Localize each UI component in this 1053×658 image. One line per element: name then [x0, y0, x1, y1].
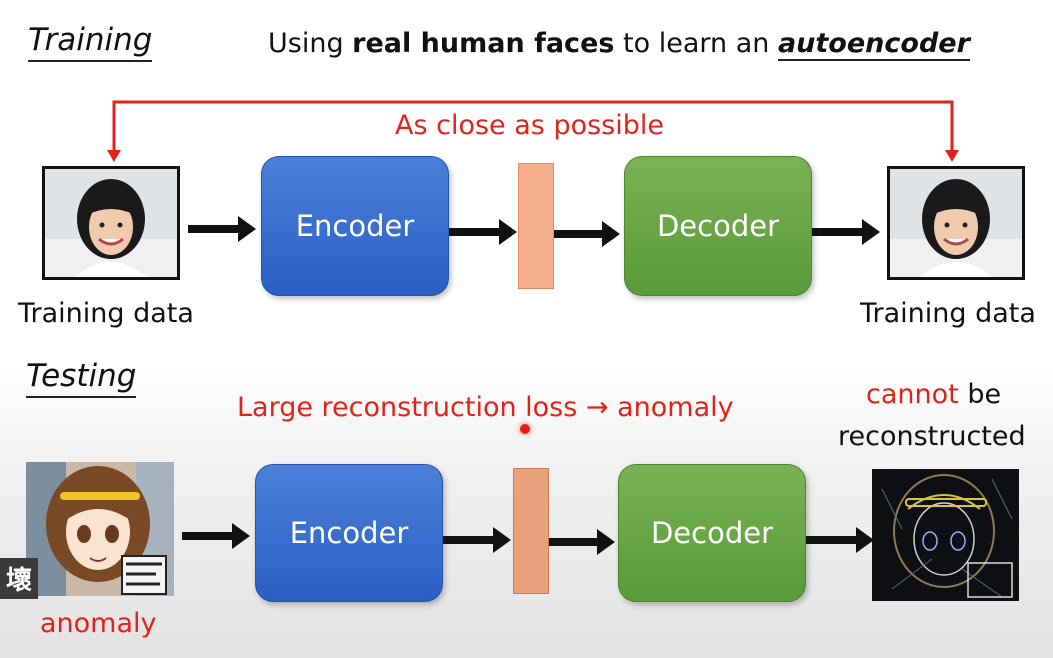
subtitle-mid: to learn an	[614, 28, 778, 59]
side-subtitle-tag: 壞	[0, 558, 39, 599]
output-caption-line2: reconstructed	[838, 421, 1026, 452]
training-decoder-box: Decoder	[624, 156, 812, 296]
training-subtitle: Using real human faces to learn an autoe…	[268, 28, 970, 61]
arrow-anomaly-to-encoder	[182, 523, 250, 549]
output-caption-line1: cannot be	[866, 379, 1001, 410]
training-output-image	[887, 166, 1025, 280]
testing-output-image	[872, 469, 1019, 601]
training-heading: Training	[28, 22, 153, 62]
testing-input-label: anomaly	[40, 608, 157, 639]
caption-be: be	[958, 379, 1002, 410]
arrow-code-to-decoder-test	[549, 529, 615, 555]
decoder-label: Decoder	[656, 209, 780, 243]
training-code-bottleneck	[518, 163, 554, 289]
feedback-loop-arrow	[107, 100, 959, 162]
testing-decoder-box: Decoder	[618, 464, 806, 602]
anime-character-icon	[26, 462, 174, 596]
encoder-label: Encoder	[295, 209, 415, 243]
arrow-encoder-to-code-test	[443, 527, 511, 553]
laser-pointer-dot	[520, 424, 530, 434]
arrow-input-to-encoder	[188, 216, 256, 242]
subtitle-bold: real human faces	[352, 28, 615, 59]
testing-encoder-box: Encoder	[255, 464, 443, 602]
arrow-decoder-to-output-test	[806, 527, 874, 553]
testing-input-image	[26, 462, 174, 596]
encoder-label: Encoder	[289, 516, 409, 550]
human-face-icon	[45, 169, 177, 277]
subtitle-pre: Using	[268, 28, 353, 59]
testing-code-bottleneck	[513, 468, 549, 594]
training-output-label: Training data	[860, 298, 1036, 329]
decoder-label: Decoder	[650, 516, 774, 550]
training-encoder-box: Encoder	[261, 156, 449, 296]
human-face-icon	[890, 169, 1022, 277]
arrow-encoder-to-code	[449, 219, 517, 245]
training-input-label: Training data	[18, 298, 194, 329]
arrow-decoder-to-output	[812, 219, 880, 245]
testing-heading: Testing	[26, 358, 137, 398]
arrow-code-to-decoder	[554, 221, 620, 247]
subtitle-emphasis: autoencoder	[777, 28, 970, 61]
distorted-reconstruction-icon	[872, 469, 1019, 601]
loss-label: Large reconstruction loss → anomaly	[237, 392, 734, 423]
caption-cannot: cannot	[866, 379, 959, 410]
training-input-image	[42, 166, 180, 280]
feedback-label: As close as possible	[395, 110, 664, 141]
